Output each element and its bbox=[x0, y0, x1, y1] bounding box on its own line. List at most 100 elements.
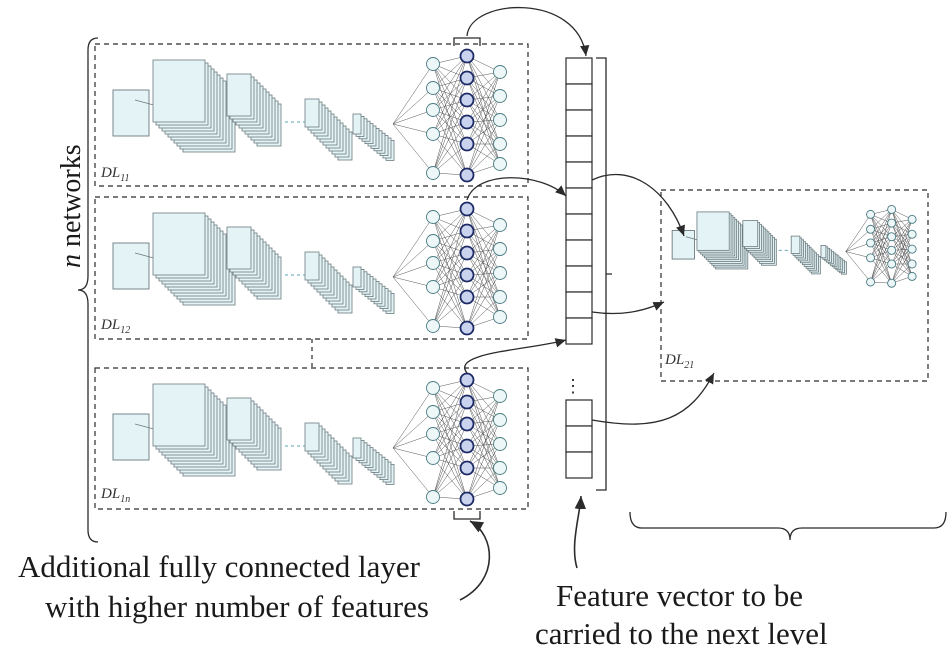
fc-connections bbox=[392, 379, 501, 500]
fc-node bbox=[426, 381, 440, 395]
fc-node bbox=[866, 253, 876, 263]
conv-layer-3 bbox=[304, 251, 320, 281]
highlighted-fc-node bbox=[459, 114, 475, 130]
fc-node bbox=[866, 209, 876, 219]
fc-node bbox=[887, 204, 897, 214]
network-label-dl1n: DL1n bbox=[100, 486, 130, 505]
feature-vector-cell bbox=[565, 451, 593, 479]
feature-vector-cell bbox=[565, 187, 593, 215]
conv-layer-4 bbox=[352, 113, 362, 135]
next-level-brace bbox=[629, 511, 947, 541]
fc-node bbox=[887, 259, 897, 269]
caption-right-line1: Feature vector to be bbox=[556, 578, 803, 613]
fc-node bbox=[426, 210, 440, 224]
fc-node bbox=[426, 166, 440, 180]
network-box-dl21 bbox=[660, 189, 929, 382]
highlighted-fc-node bbox=[459, 289, 475, 305]
highlighted-fc-node bbox=[459, 48, 475, 64]
conv-layer-1 bbox=[152, 212, 206, 276]
fc-node bbox=[426, 319, 440, 333]
conv-layer-4 bbox=[352, 437, 362, 459]
highlighted-fc-node bbox=[459, 438, 475, 454]
conv-layer-3 bbox=[790, 235, 801, 254]
conv-layer-4 bbox=[352, 266, 362, 288]
fc-node bbox=[426, 256, 440, 270]
caption-left-arrow bbox=[459, 520, 491, 601]
highlighted-fc-node bbox=[459, 416, 475, 432]
output-node bbox=[493, 310, 507, 324]
fc-connections bbox=[392, 55, 501, 176]
arrow-vector-bottom-to-dl21 bbox=[591, 372, 715, 425]
fc-node bbox=[426, 234, 440, 248]
fc-node bbox=[866, 238, 876, 248]
feature-vector-cell bbox=[565, 57, 593, 85]
highlighted-fc-node bbox=[459, 201, 475, 217]
fc-node bbox=[887, 245, 897, 255]
conv-layer-1 bbox=[152, 383, 206, 447]
output-node bbox=[493, 113, 507, 127]
output-node bbox=[493, 461, 507, 475]
conv-layer-2 bbox=[226, 397, 252, 441]
fc-node bbox=[887, 278, 897, 288]
fc-node bbox=[426, 57, 440, 71]
output-node bbox=[493, 481, 507, 495]
output-node bbox=[907, 244, 917, 254]
output-node bbox=[493, 389, 507, 403]
cnn-network-dl1n bbox=[112, 372, 507, 507]
highlighted-fc-node bbox=[459, 460, 475, 476]
network-label-dl11: DL11 bbox=[100, 165, 129, 184]
fc-connections bbox=[392, 208, 501, 329]
feature-vector bbox=[565, 57, 593, 479]
highlighted-fc-node bbox=[459, 245, 475, 261]
feature-vector-ellipsis: ⋮ bbox=[564, 376, 582, 396]
network-box-dl1n bbox=[94, 367, 529, 510]
arrow-vector-to-dl21-top bbox=[591, 174, 685, 237]
highlight-layer-bracket-bottom bbox=[453, 511, 481, 520]
fc-node bbox=[426, 490, 440, 504]
output-node bbox=[493, 437, 507, 451]
feature-vector-cell bbox=[565, 399, 593, 427]
highlighted-fc-node bbox=[459, 136, 475, 152]
input-image bbox=[112, 242, 150, 290]
conv-layer-1 bbox=[696, 211, 730, 251]
highlighted-fc-node bbox=[459, 394, 475, 410]
input-image bbox=[112, 413, 150, 461]
output-node bbox=[907, 214, 917, 224]
caption-right-arrow bbox=[573, 495, 587, 569]
network-label-dl12: DL12 bbox=[100, 317, 130, 336]
feature-vector-bracket bbox=[596, 57, 612, 491]
highlighted-fc-node bbox=[459, 491, 475, 507]
conv-layer-3 bbox=[304, 422, 320, 452]
network-label-dl21: DL21 bbox=[664, 352, 694, 371]
highlighted-fc-node bbox=[459, 320, 475, 336]
conv-layer-3 bbox=[304, 98, 320, 128]
fc-node bbox=[426, 451, 440, 465]
fc-node bbox=[887, 232, 897, 242]
fc-connections bbox=[845, 209, 913, 284]
output-node bbox=[907, 259, 917, 269]
highlighted-fc-node bbox=[459, 267, 475, 283]
fc-node bbox=[887, 218, 897, 228]
highlighted-fc-node bbox=[459, 372, 475, 388]
conv-layer-2 bbox=[742, 220, 759, 248]
networks-brace bbox=[77, 37, 99, 543]
arrow-dl12-to-vector bbox=[466, 177, 567, 201]
output-node bbox=[907, 229, 917, 239]
cnn-network-dl21 bbox=[671, 204, 917, 288]
highlighted-fc-node bbox=[459, 70, 475, 86]
feature-vector-cell bbox=[565, 161, 593, 189]
arrow-dl1n-to-vector bbox=[464, 338, 567, 374]
output-node bbox=[493, 137, 507, 151]
feature-vector-cell bbox=[565, 109, 593, 137]
output-node bbox=[493, 266, 507, 280]
conv-layer-2 bbox=[226, 73, 252, 117]
feature-vector-cell bbox=[565, 213, 593, 241]
network-box-dl12 bbox=[94, 196, 529, 340]
cnn-network-dl12 bbox=[112, 201, 507, 336]
feature-vector-cell bbox=[565, 317, 593, 345]
output-node bbox=[493, 290, 507, 304]
caption-left-line1: Additional fully connected layer bbox=[18, 549, 421, 584]
input-image bbox=[112, 89, 150, 137]
arrow-vector-to-dl21-mid bbox=[591, 301, 665, 315]
fc-node bbox=[426, 280, 440, 294]
